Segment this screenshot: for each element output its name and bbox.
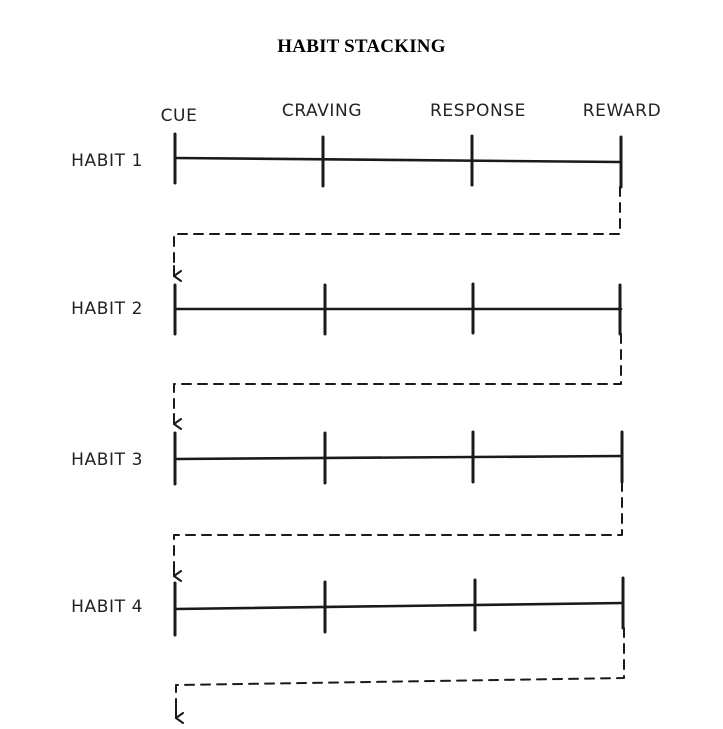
habit-label-2: HABIT 2 bbox=[71, 299, 143, 319]
habit-label-3: HABIT 3 bbox=[71, 450, 143, 470]
habit-row-3 bbox=[173, 430, 624, 486]
connector-1-to-2 bbox=[173, 186, 621, 275]
stage-label-response: RESPONSE bbox=[430, 101, 526, 121]
connector-2-to-3 bbox=[173, 333, 622, 421]
stage-label-craving: CRAVING bbox=[282, 101, 362, 121]
diagram-title: HABIT STACKING bbox=[277, 36, 446, 57]
habit-4-timeline bbox=[173, 601, 625, 611]
habit-row-1 bbox=[173, 132, 623, 189]
habit-label-1: HABIT 1 bbox=[71, 151, 143, 171]
habit-3-timeline bbox=[173, 454, 624, 461]
connector-4-continue bbox=[175, 627, 625, 713]
stage-label-reward: REWARD bbox=[583, 101, 662, 121]
habit-1-timeline bbox=[173, 156, 622, 164]
habit-row-2 bbox=[173, 282, 623, 336]
habit-row-4 bbox=[173, 576, 625, 637]
connector-3-to-4 bbox=[173, 481, 623, 571]
stage-label-cue: CUE bbox=[161, 106, 198, 126]
habit-label-4: HABIT 4 bbox=[71, 597, 143, 617]
